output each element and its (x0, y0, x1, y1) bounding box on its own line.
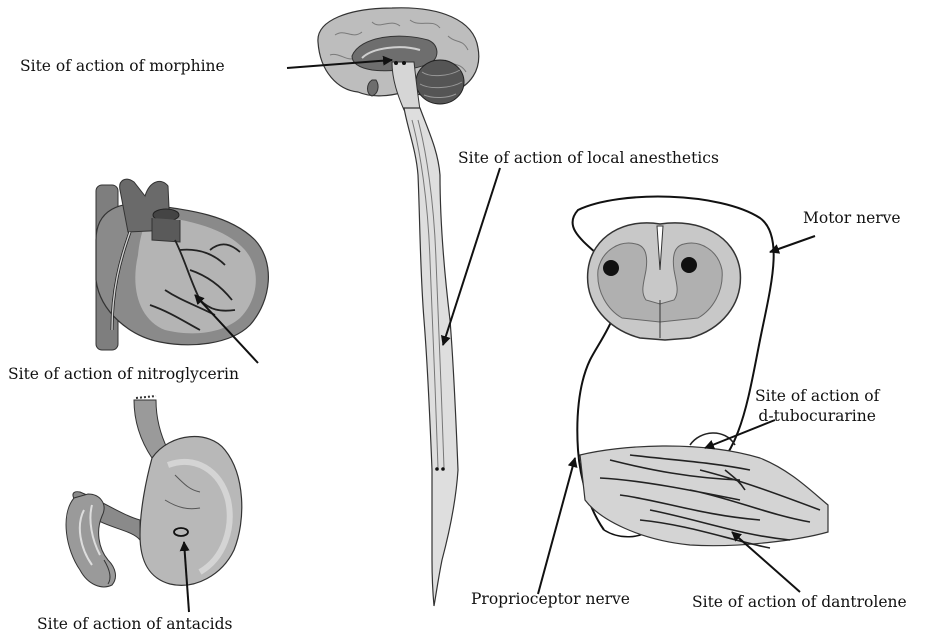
label-local-anesthetics: Site of action of local anesthetics (458, 148, 719, 168)
label-proprioceptor-nerve: Proprioceptor nerve (471, 589, 630, 609)
muscle (580, 446, 828, 546)
label-tubocurarine-line1: Site of action of (755, 386, 879, 406)
arrow-proprioceptor (538, 458, 575, 594)
stomach-body (140, 437, 242, 586)
label-tubocurarine-line2: d-tubocurarine (755, 406, 879, 426)
label-antacids: Site of action of antacids (37, 614, 232, 634)
label-tubocurarine: Site of action of d-tubocurarine (755, 386, 879, 426)
spinal-cross-section-illustration (572, 197, 828, 548)
label-nitroglycerin: Site of action of nitroglycerin (8, 364, 239, 384)
arrow-local-anesthetics (443, 168, 500, 345)
label-motor-nerve: Motor nerve (803, 208, 901, 228)
heart-illustration (96, 179, 268, 350)
label-morphine: Site of action of morphine (20, 56, 225, 76)
spinal-cord (404, 108, 458, 606)
arrow-motor-nerve (770, 236, 815, 252)
stomach-illustration (66, 396, 242, 587)
label-dantrolene: Site of action of dantrolene (692, 592, 907, 612)
